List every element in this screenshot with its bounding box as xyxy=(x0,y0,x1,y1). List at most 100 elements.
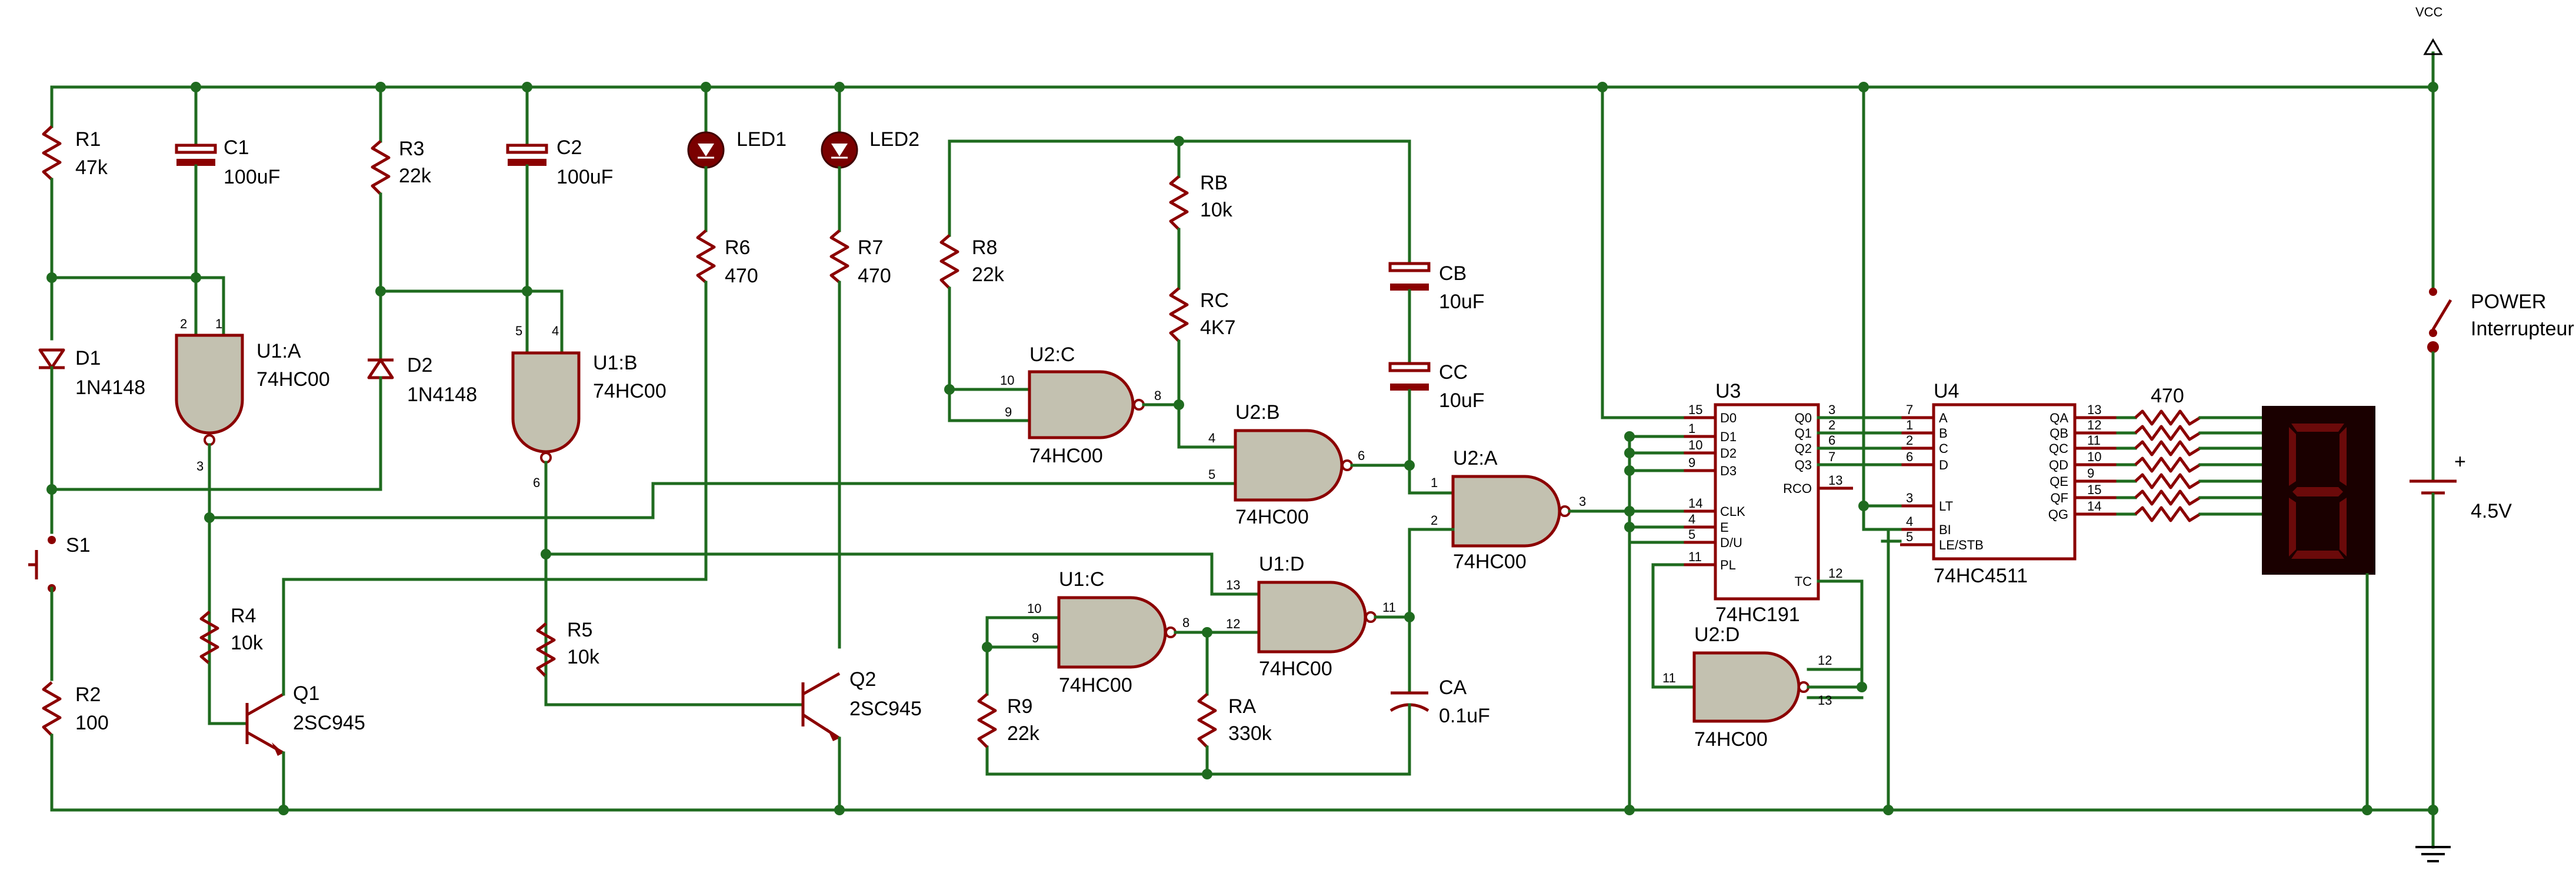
power-switch[interactable]: POWER Interrupteur xyxy=(2427,85,2574,481)
u2d-ref: U2:D xyxy=(1694,624,1739,646)
led2-ref: LED2 xyxy=(869,128,919,151)
u2d-nand-gate: 11 12 13 U2:D 74HC00 xyxy=(1662,624,1864,751)
u3-pin-name: D/U xyxy=(1720,535,1742,550)
battery-plus: + xyxy=(2454,451,2466,473)
cb-value: 10uF xyxy=(1439,291,1485,313)
u3-pin-name: Q0 xyxy=(1795,411,1812,425)
junction-dot xyxy=(1174,136,1184,146)
u4-pin-number: 14 xyxy=(2087,499,2101,514)
u1d-ref: U1:D xyxy=(1259,553,1304,575)
ca-ref: CA xyxy=(1439,676,1467,699)
c2-capacitor: C2 100uF xyxy=(506,85,613,293)
c1-value: 100uF xyxy=(224,166,280,188)
u1d-value: 74HC00 xyxy=(1259,658,1332,680)
u2a-value: 74HC00 xyxy=(1453,551,1527,573)
ca-value: 0.1uF xyxy=(1439,705,1490,727)
u4-pin-name: D xyxy=(1939,458,1948,472)
u1c-ref: U1:C xyxy=(1059,568,1104,591)
junction-dot xyxy=(46,272,57,283)
u4-pin-name: LT xyxy=(1939,499,1953,514)
power-switch-ref: POWER xyxy=(2471,291,2546,313)
u3-pin-number: 9 xyxy=(1688,455,1695,470)
u2b-nand-gate: 4 5 6 U2:B 74HC00 xyxy=(1177,401,1455,528)
u3-pin-number: 6 xyxy=(1828,433,1835,448)
rb-resistor: RB 10k xyxy=(1169,172,1233,290)
u1b-value: 74HC00 xyxy=(593,380,667,402)
junction-dot xyxy=(1857,682,1867,692)
r8-value: 22k xyxy=(972,264,1005,286)
junction-dot xyxy=(1624,431,1635,442)
junction-dot xyxy=(2428,805,2438,815)
u2a-ref: U2:A xyxy=(1453,447,1498,469)
ra-resistor: RA 330k xyxy=(1197,693,1272,776)
u4-pin-number: 3 xyxy=(1906,491,1913,505)
u1c-value: 74HC00 xyxy=(1059,674,1132,696)
u3-pin-number: 7 xyxy=(1828,449,1835,464)
r3-ref: R3 xyxy=(399,138,424,160)
u3-pin-number: 12 xyxy=(1828,566,1842,581)
battery-value: 4.5V xyxy=(2471,500,2512,522)
u3-pin-name: CLK xyxy=(1720,504,1745,519)
u1a-ref: U1:A xyxy=(256,340,301,362)
u4-pin-number: 12 xyxy=(2087,418,2101,432)
junction-dot xyxy=(191,82,201,92)
u2d-value: 74HC00 xyxy=(1694,728,1768,751)
svg-text:1: 1 xyxy=(215,316,222,331)
u3-pin-number: 14 xyxy=(1688,496,1702,511)
u3-pin-name: D0 xyxy=(1720,411,1737,425)
q2-ref: Q2 xyxy=(849,668,876,691)
led2: LED2 R7 470 xyxy=(821,85,919,649)
vcc-terminal: VCC xyxy=(2415,5,2443,89)
u4-pin-name: C xyxy=(1939,441,1948,456)
d1-ref: D1 xyxy=(75,347,101,369)
u3-value: 74HC191 xyxy=(1715,604,1800,626)
junction-dot xyxy=(1404,460,1415,471)
ra-ref: RA xyxy=(1228,695,1257,718)
svg-text:12: 12 xyxy=(1226,616,1240,631)
d2-value: 1N4148 xyxy=(407,384,477,406)
r4-ref: R4 xyxy=(231,605,256,627)
svg-text:8: 8 xyxy=(1182,615,1189,630)
svg-text:13: 13 xyxy=(1818,693,1832,708)
rb-value: 10k xyxy=(1200,199,1233,221)
r7-value: 470 xyxy=(858,265,891,287)
svg-text:4: 4 xyxy=(1208,431,1215,445)
u2c-value: 74HC00 xyxy=(1029,445,1103,467)
d1-value: 1N4148 xyxy=(75,376,145,399)
r5-value: 10k xyxy=(567,646,600,668)
q1-transistor: R4 10k Q1 2SC945 xyxy=(199,578,708,812)
resistor-array-element xyxy=(2134,409,2201,426)
junction-dot xyxy=(375,82,386,92)
r9-value: 22k xyxy=(1007,722,1040,745)
junction-dot xyxy=(1624,448,1635,458)
u3-pin-name: PL xyxy=(1720,558,1736,572)
u4-pin-name: QA xyxy=(2050,411,2068,425)
resistor-array-element xyxy=(2134,440,2201,456)
u3-pin-number: 15 xyxy=(1688,402,1702,417)
u3-pin-name: RCO xyxy=(1783,481,1812,496)
svg-text:11: 11 xyxy=(1382,600,1396,615)
r1-value: 47k xyxy=(75,156,108,179)
s1-switch[interactable]: S1 xyxy=(28,488,91,681)
u4-ref: U4 xyxy=(1934,380,1959,402)
cc-value: 10uF xyxy=(1439,389,1485,412)
led1: LED1 R6 470 xyxy=(687,85,787,581)
u3-pin-number: 3 xyxy=(1828,402,1835,417)
u4-pin-name: QD xyxy=(2049,458,2068,472)
rc-value: 4K7 xyxy=(1200,316,1236,339)
r9-resistor: R9 22k xyxy=(977,693,1040,748)
junction-dot xyxy=(375,286,386,296)
u1a-value: 74HC00 xyxy=(256,368,330,391)
u3-pin-number: 1 xyxy=(1688,421,1695,436)
r1-ref: R1 xyxy=(75,128,101,151)
u3-pin-name: D3 xyxy=(1720,464,1737,478)
c2-value: 100uF xyxy=(556,166,613,188)
r8-ref: R8 xyxy=(972,236,997,259)
cc-ref: CC xyxy=(1439,361,1468,384)
u4-pin-number: 11 xyxy=(2087,433,2101,448)
s1-ref: S1 xyxy=(66,534,91,556)
u1b-ref: U1:B xyxy=(593,352,638,374)
resistor-array-element xyxy=(2134,456,2201,473)
junction-dot xyxy=(2428,82,2438,92)
